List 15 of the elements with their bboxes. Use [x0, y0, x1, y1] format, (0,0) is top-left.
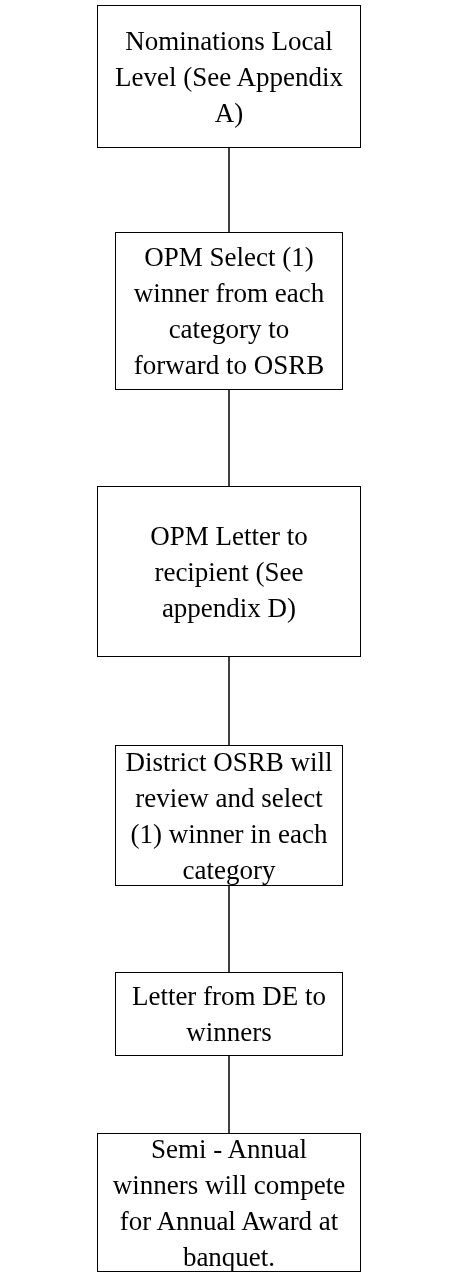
connector-line	[228, 147, 230, 233]
process-box	[115, 232, 343, 390]
connector-line	[228, 885, 230, 973]
connector-line	[228, 389, 230, 487]
connector-line	[228, 656, 230, 746]
step-text: Semi - Annual winners will compete for Annual Award at banquet.	[111, 1132, 347, 1274]
connector-line	[228, 1055, 230, 1134]
process-box	[115, 972, 343, 1056]
process-box	[97, 5, 361, 148]
step-text: OPM Select (1) winner from each category to forward to OSRB	[132, 241, 326, 382]
process-box	[97, 486, 361, 657]
step-text: District OSRB will review and select (1) winner in each category	[124, 745, 334, 887]
step-text: OPM Letter to recipient (See appendix D)	[149, 519, 309, 625]
step-text: Letter from DE to winners	[130, 980, 328, 1049]
step-text: Nominations Local Level (See Appendix A)	[114, 24, 344, 130]
